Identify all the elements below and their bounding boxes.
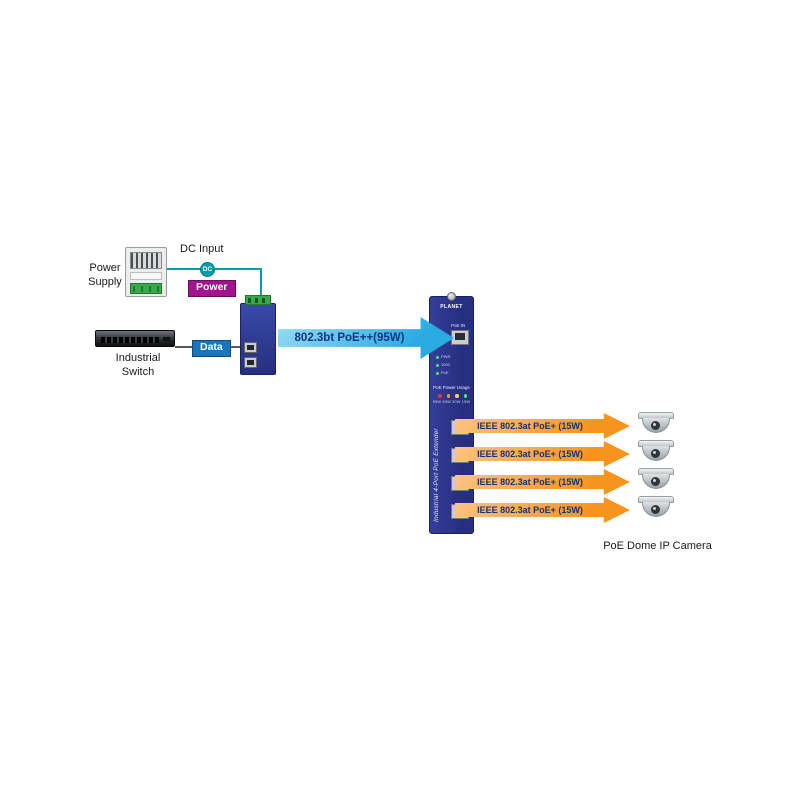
- psu-vents: [130, 252, 162, 269]
- led-label: PoE: [441, 370, 449, 375]
- poe-injector-icon: [240, 295, 276, 375]
- poe-arrow: IEEE 802.3at PoE+ (15W): [455, 441, 630, 467]
- usage-led-icon: [455, 394, 459, 398]
- poe-in-port-label: PoE IN: [451, 323, 466, 328]
- psu-panel: [130, 272, 162, 280]
- industrial-switch-label: Industrial Switch: [115, 352, 161, 378]
- dc-line-vertical: [260, 268, 262, 297]
- power-supply-label: Power Supply: [88, 262, 122, 288]
- poe-arrow-label: IEEE 802.3at PoE+ (15W): [477, 421, 583, 431]
- poe-arrow-label: IEEE 802.3at PoE+ (15W): [477, 449, 583, 459]
- injector-terminal-block: [245, 295, 271, 305]
- led-icon: [436, 355, 439, 359]
- poe-arrow: IEEE 802.3at PoE+ (15W): [455, 469, 630, 495]
- poe-usage-scale: 95W 60W 30W 15W: [432, 400, 471, 404]
- usage-led-icon: [463, 394, 467, 398]
- poe-arrow-label: IEEE 802.3at PoE+ (15W): [477, 477, 583, 487]
- led-row: PWR: [436, 355, 450, 359]
- led-icon: [436, 363, 439, 367]
- poe-arrow-label: IEEE 802.3at PoE+ (15W): [477, 505, 583, 515]
- power-badge: Power: [188, 280, 236, 297]
- usage-led-icon: [446, 394, 450, 398]
- led-row: 1000: [436, 363, 450, 367]
- led-icon: [436, 371, 439, 375]
- uplink-arrow: 802.3bt PoE++(95W): [278, 317, 454, 359]
- camera-group-label: PoE Dome IP Camera: [603, 540, 712, 552]
- poe-arrow: IEEE 802.3at PoE+ (15W): [455, 413, 630, 439]
- dome-camera-icon: [633, 412, 679, 440]
- injector-port-icon: [244, 342, 257, 353]
- dome-camera-icon: [633, 468, 679, 496]
- led-row: PoE: [436, 371, 449, 375]
- led-label: PWR: [441, 354, 451, 359]
- poe-usage-leds: [438, 394, 467, 398]
- poe-arrow: IEEE 802.3at PoE+ (15W): [455, 497, 630, 523]
- uplink-arrow-label: 802.3bt PoE++(95W): [294, 332, 405, 344]
- camera-lens-icon: [651, 421, 660, 430]
- camera-lens-icon: [651, 449, 660, 458]
- psu-terminal-block: [130, 283, 162, 294]
- device-brand: PLANET: [440, 304, 463, 310]
- dc-icon: DC: [200, 262, 215, 277]
- device-vertical-name: Industrial 4-Port PoE Extender: [433, 428, 440, 522]
- power-supply-icon: [125, 247, 167, 297]
- industrial-switch-icon: [95, 330, 175, 347]
- dc-input-label: DC Input: [180, 243, 224, 255]
- camera-lens-icon: [651, 505, 660, 514]
- led-label: 1000: [441, 362, 450, 367]
- screw-icon: [447, 292, 456, 301]
- injector-port-icon: [244, 357, 257, 368]
- dome-camera-icon: [633, 440, 679, 468]
- camera-lens-icon: [651, 477, 660, 486]
- usage-led-icon: [438, 394, 442, 398]
- poe-usage-label: PoE Power Usage: [433, 385, 470, 390]
- dome-camera-icon: [633, 496, 679, 524]
- data-badge: Data: [192, 340, 231, 357]
